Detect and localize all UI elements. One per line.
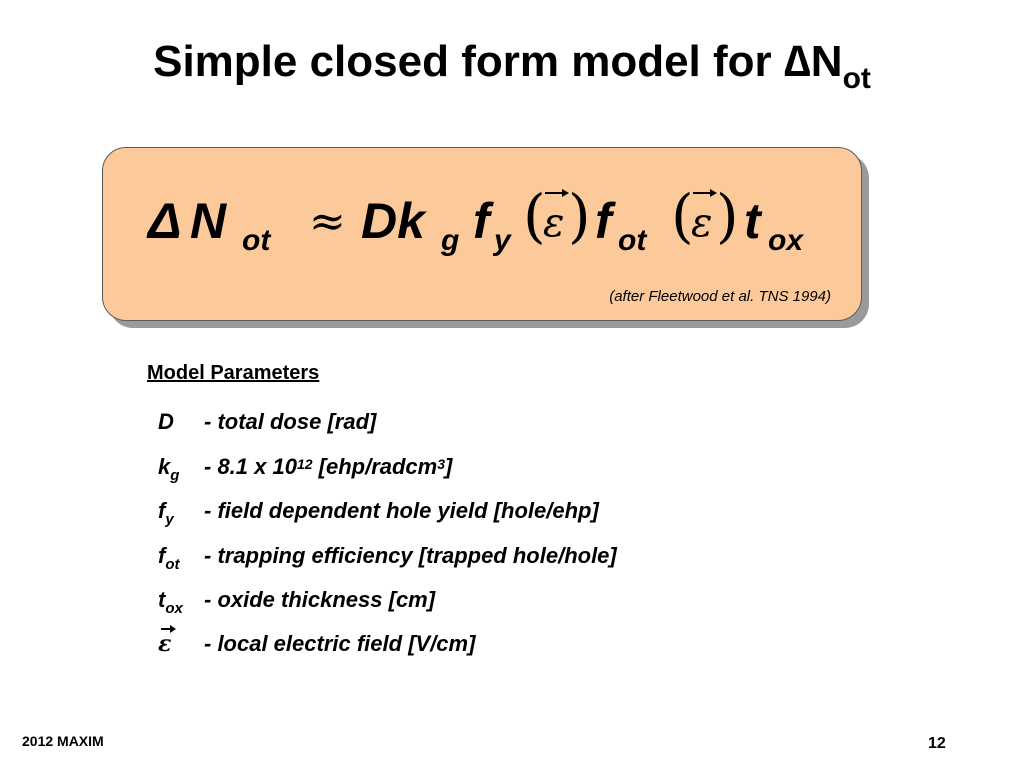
eq-t: t — [744, 193, 763, 249]
param-description: - total dose [rad] — [204, 409, 377, 434]
citation: (after Fleetwood et al. TNS 1994) — [609, 288, 831, 305]
eq-sub-ot-2: ot — [618, 224, 648, 257]
eq-f-ot: f — [595, 193, 616, 249]
eq-rparen-2: ) — [716, 182, 739, 250]
footer-copyright: 2012 MAXIM — [22, 733, 104, 749]
eq-lparen-2: ( — [671, 182, 694, 250]
title-n: N — [810, 37, 843, 86]
param-symbol: kg — [158, 454, 180, 484]
param-symbol: ε — [158, 625, 202, 659]
eq-rparen-1: ) — [568, 182, 591, 250]
eq-lparen-1: ( — [523, 182, 546, 250]
param-description: - local electric field [V/cm] — [204, 631, 476, 656]
vector-arrow-icon — [693, 189, 717, 197]
param-description: - trapping efficiency [trapped hole/hole… — [204, 543, 617, 568]
delta-symbol: ∆ — [783, 37, 811, 86]
eq-n: N — [190, 193, 227, 249]
equation-formula: Δ N ot ≈ Dk g f y ( ε ) f ot ( ε ) — [146, 182, 804, 257]
parameters-heading: Model Parameters — [147, 362, 320, 384]
vector-arrow-icon — [545, 189, 569, 197]
eq-sub-ox: ox — [768, 224, 804, 257]
eq-sub-y: y — [492, 224, 512, 257]
page-number: 12 — [928, 735, 946, 752]
eq-dk: Dk — [361, 193, 427, 249]
eq-epsilon-1: ε — [543, 200, 564, 246]
param-symbol: tox — [158, 587, 183, 617]
param-description: - 8.1 x 1012 [ehp/radcm3] — [204, 454, 453, 479]
param-symbol: D — [158, 409, 174, 434]
equation-box: Δ N ot ≈ Dk g f y ( ε ) f ot ( ε ) — [102, 147, 862, 321]
eq-sub-ot: ot — [242, 224, 272, 257]
vector-arrow-icon — [161, 625, 176, 633]
title-text: Simple closed form model for — [153, 37, 784, 86]
eq-epsilon-2: ε — [691, 200, 712, 246]
eq-delta: Δ — [146, 193, 182, 249]
eq-f-y: f — [473, 193, 494, 249]
param-symbol: fot — [158, 543, 180, 573]
title-subscript: ot — [842, 62, 871, 95]
param-symbol: fy — [158, 498, 174, 528]
param-description: - field dependent hole yield [hole/ehp] — [204, 498, 599, 523]
eq-sub-g: g — [440, 224, 459, 257]
eq-approx: ≈ — [309, 196, 346, 247]
slide-title: Simple closed form model for ∆Not — [0, 34, 1024, 95]
param-description: - oxide thickness [cm] — [204, 587, 436, 612]
